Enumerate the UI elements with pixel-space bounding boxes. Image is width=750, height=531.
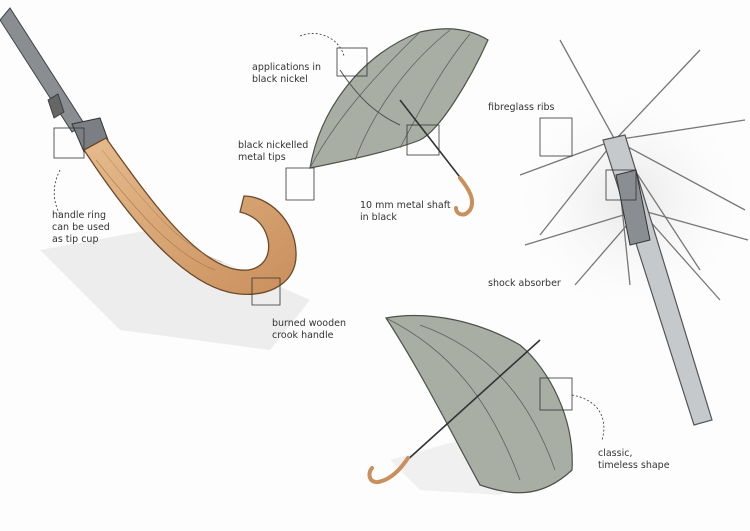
crook-handle-closeup <box>0 7 310 350</box>
label-line: applications in <box>252 62 322 73</box>
label-line: black nickelled <box>238 140 309 151</box>
label-shaft: 10 mm metal shaft in black <box>360 200 451 224</box>
label-line: shock absorber <box>488 278 561 289</box>
label-line: handle ring <box>52 210 106 221</box>
label-line: 10 mm metal shaft <box>360 200 451 211</box>
open-umbrella-top <box>309 28 489 217</box>
label-applications: applications in black nickel <box>252 62 321 86</box>
label-line: in black <box>360 212 397 223</box>
callout-leaders <box>53 33 637 441</box>
label-wooden: burned wooden crook handle <box>272 318 346 342</box>
label-line: crook handle <box>272 330 334 341</box>
label-line: black nickel <box>252 74 308 85</box>
label-ribs: fibreglass ribs <box>488 102 555 114</box>
label-line: fibreglass ribs <box>488 102 555 113</box>
label-shock: shock absorber <box>488 278 561 290</box>
label-line: as tip cup <box>52 234 99 245</box>
frame-closeup <box>510 39 750 426</box>
label-line: classic, <box>598 448 633 459</box>
classic-umbrella <box>367 315 573 495</box>
label-tips: black nickelled metal tips <box>238 140 308 164</box>
label-handle-ring: handle ring can be used as tip cup <box>52 210 110 246</box>
label-line: can be used <box>52 222 110 233</box>
label-line: metal tips <box>238 152 286 163</box>
label-line: timeless shape <box>598 460 670 471</box>
label-line: burned wooden <box>272 318 346 329</box>
label-classic: classic, timeless shape <box>598 448 670 472</box>
